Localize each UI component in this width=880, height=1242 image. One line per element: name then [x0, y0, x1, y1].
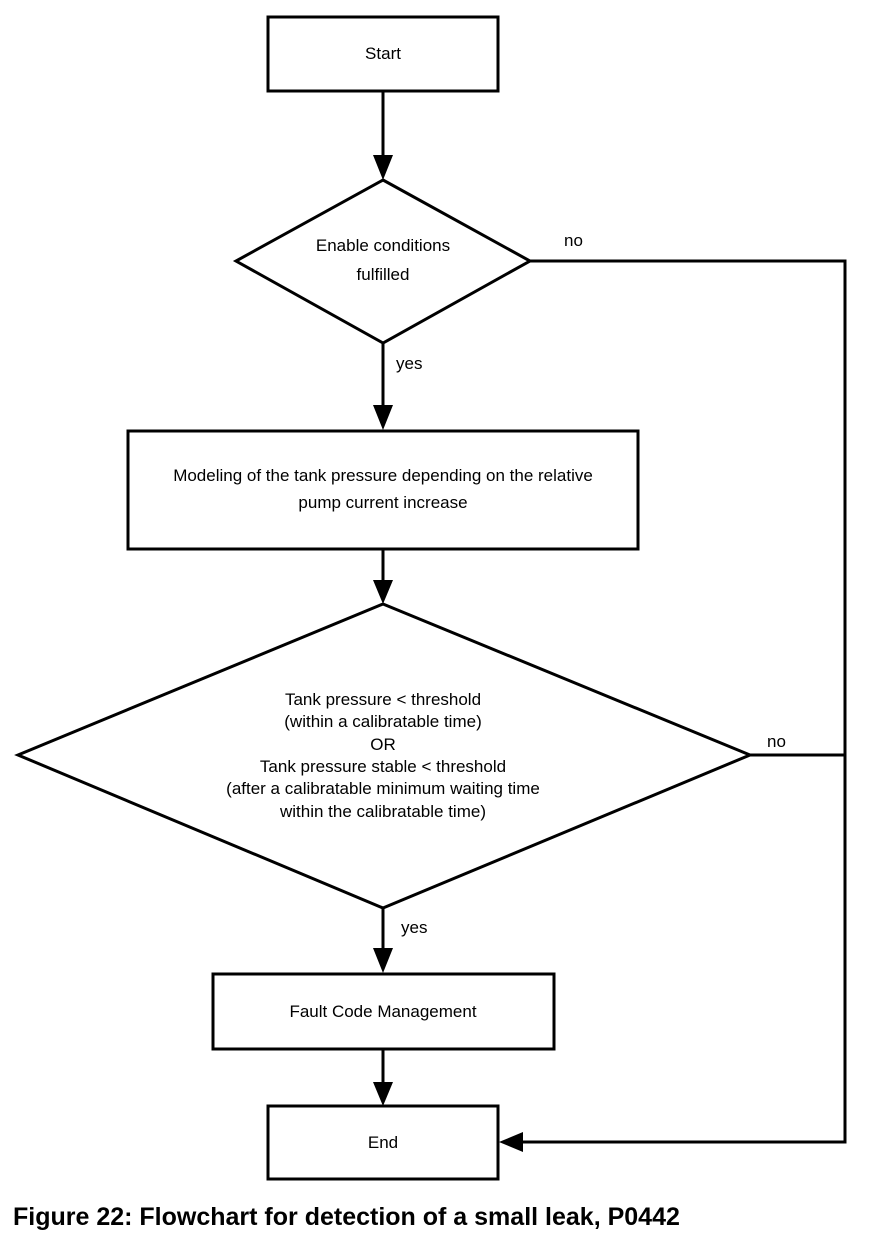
fault-code-label: Fault Code Management: [289, 1002, 476, 1021]
end-box: [266, 1104, 500, 1181]
enable-yes-label: yes: [396, 354, 422, 373]
edge-enable-no-path: [520, 259, 847, 1144]
check-label-line-6: within the calibratable time): [279, 802, 486, 821]
arrowhead-into-modeling: [373, 405, 393, 430]
start-label: Start: [365, 44, 401, 63]
tank-pressure-check-diamond: [14, 602, 754, 910]
modeling-label-line-1: Modeling of the tank pressure depending …: [173, 466, 593, 485]
arrowhead-into-end-from-fault: [373, 1082, 393, 1106]
check-label-line-2: (within a calibratable time): [284, 712, 481, 731]
check-yes-label: yes: [401, 918, 427, 937]
enable-conditions-diamond: [232, 178, 534, 345]
check-label-line-1: Tank pressure < threshold: [285, 690, 481, 709]
arrowhead-into-check: [373, 580, 393, 604]
check-label-line-3: OR: [370, 735, 396, 754]
fault-code-box: [211, 972, 556, 1051]
enable-conditions-label-line-1: Enable conditions: [316, 236, 450, 255]
start-box: [266, 15, 500, 93]
check-label-line-4: Tank pressure stable < threshold: [260, 757, 506, 776]
check-label-line-5: (after a calibratable minimum waiting ti…: [226, 779, 540, 798]
check-no-label: no: [767, 732, 786, 751]
figure-caption: Figure 22: Flowchart for detection of a …: [13, 1203, 680, 1231]
end-label: End: [368, 1133, 398, 1152]
enable-conditions-label-line-2: fulfilled: [357, 265, 410, 284]
modeling-label-line-2: pump current increase: [298, 493, 467, 512]
arrowhead-into-fault: [373, 948, 393, 973]
arrowhead-into-end-from-no: [499, 1132, 523, 1152]
modeling-box: [126, 429, 640, 551]
arrowhead-into-enable: [373, 155, 393, 180]
enable-no-label: no: [564, 231, 583, 250]
